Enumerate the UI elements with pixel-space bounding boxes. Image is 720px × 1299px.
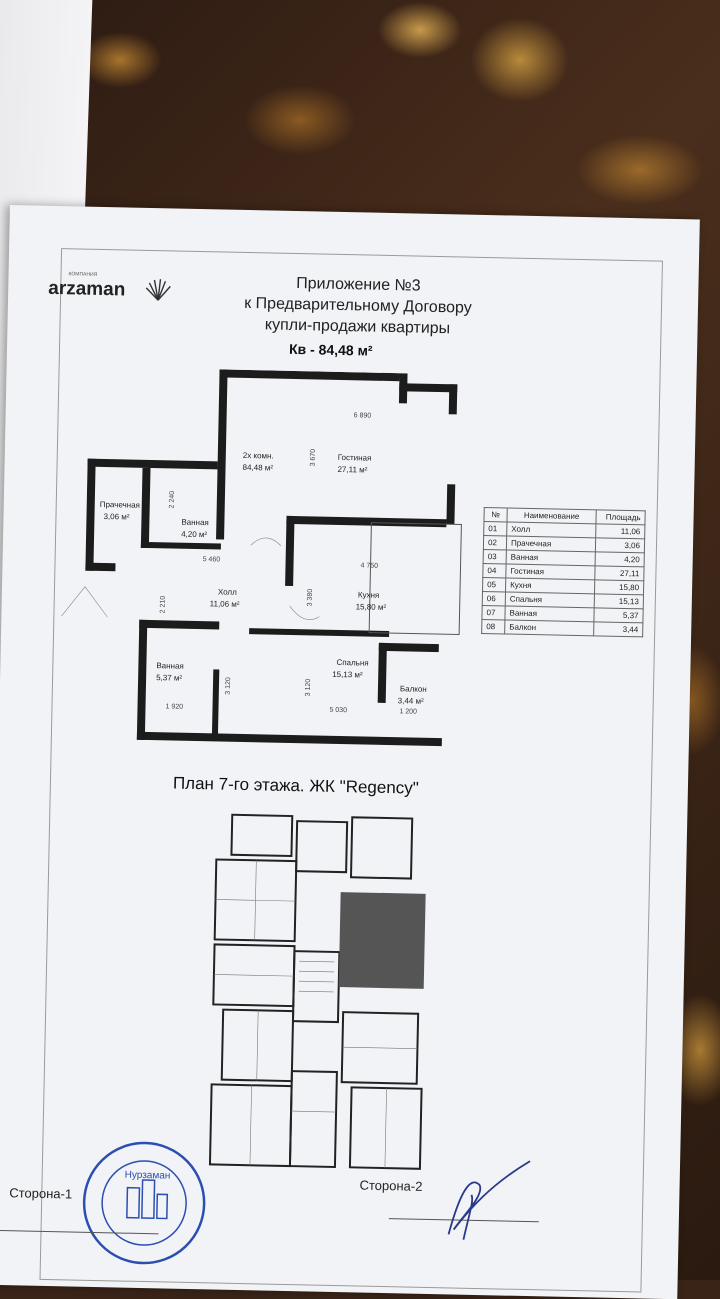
dim-1920: 1 920 xyxy=(165,703,183,710)
legend-header-number: № xyxy=(483,507,508,522)
legend-cell: 15,80 xyxy=(594,579,644,595)
legend-cell: 03 xyxy=(483,549,507,564)
room-area-kitchen: 15,80 м² xyxy=(356,602,387,612)
document-page: КОМПАНИЯ arzaman Приложение №3 к Предвар… xyxy=(0,205,700,1299)
room-name-kitchen: Кухня xyxy=(358,590,380,599)
room-area-balcony: 3,44 м² xyxy=(398,696,424,706)
company-stamp: Нурзаман xyxy=(82,1141,206,1265)
dim-1200: 1 200 xyxy=(399,708,417,715)
apartment-floor-plan: 2х комн. 84,48 м² Гостиная 27,11 м² Прач… xyxy=(61,369,462,747)
room-area-bedroom: 15,13 м² xyxy=(332,670,363,680)
dim-2240: 2 240 xyxy=(169,491,176,509)
logo-tagline: КОМПАНИЯ xyxy=(68,271,98,278)
room-name-bath1: Ванная xyxy=(181,518,209,528)
room-area-bath1: 4,20 м² xyxy=(181,530,207,540)
dim-3120-a: 3 120 xyxy=(225,677,232,695)
dim-2210: 2 210 xyxy=(159,596,166,614)
summary-rooms: 2х комн. xyxy=(243,451,274,461)
party-2-signature xyxy=(447,1160,531,1240)
logo-fan-icon xyxy=(145,279,171,301)
legend-cell: Балкон xyxy=(504,619,594,636)
stamp-text: Нурзаман xyxy=(125,1170,171,1182)
highlighted-apartment xyxy=(338,892,426,989)
summary-area: 84,48 м² xyxy=(242,463,273,473)
party-1-label: Сторона-1 xyxy=(9,1185,73,1202)
room-name-hall: Холл xyxy=(218,587,237,596)
legend-cell: 04 xyxy=(482,563,507,578)
dim-6890: 6 890 xyxy=(354,412,372,419)
floor-inner-lines xyxy=(213,860,418,1169)
legend-cell: 3,44 xyxy=(593,621,643,637)
room-area-laundry: 3,06 м² xyxy=(103,512,129,522)
floor-overview-plan xyxy=(208,813,426,1170)
dim-3670: 3 670 xyxy=(310,449,317,467)
legend-cell: 4,20 xyxy=(595,551,645,567)
legend-cell: 01 xyxy=(483,521,507,536)
legend-cell: 02 xyxy=(483,535,507,550)
dim-5030: 5 030 xyxy=(329,707,347,714)
dim-3380: 3 380 xyxy=(307,589,314,607)
door-swings xyxy=(61,537,320,620)
room-name-balcony: Балкон xyxy=(400,684,427,694)
apartment-area: Кв - 84,48 м² xyxy=(288,340,373,359)
walls xyxy=(85,369,458,747)
dim-5460: 5 460 xyxy=(203,556,221,563)
dim-3120-b: 3 120 xyxy=(305,679,312,697)
dim-4750: 4 750 xyxy=(360,562,378,569)
legend-cell: 15,13 xyxy=(594,593,644,609)
room-name-bath2: Ванная xyxy=(156,661,184,671)
legend-cell: 07 xyxy=(481,605,506,620)
company-logo: arzaman xyxy=(48,277,126,301)
legend-cell: 05 xyxy=(482,577,506,592)
legend-header-area: Площадь xyxy=(595,509,646,525)
document-title: Приложение №3 к Предварительному Договор… xyxy=(207,271,508,340)
room-name-bedroom: Спальня xyxy=(336,658,368,668)
legend-cell: 08 xyxy=(481,619,505,634)
balcony-outline xyxy=(368,522,462,636)
room-area-hall: 11,06 м² xyxy=(210,599,240,609)
legend-cell: 27,11 xyxy=(594,565,645,581)
legend-cell: 11,06 xyxy=(595,523,645,539)
legend-cell: 3,06 xyxy=(595,537,645,553)
room-area-living: 27,11 м² xyxy=(337,465,367,475)
room-name-living: Гостиная xyxy=(338,453,372,463)
room-name-laundry: Прачечная xyxy=(100,500,140,510)
room-area-bath2: 5,37 м² xyxy=(156,673,182,683)
legend-cell: 06 xyxy=(482,591,506,606)
legend-cell: 5,37 xyxy=(593,607,644,623)
